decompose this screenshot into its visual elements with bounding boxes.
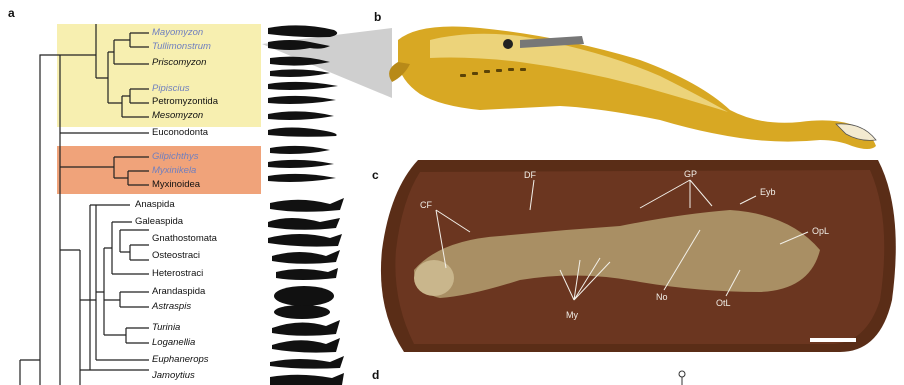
tullimonstrum-reconstruction <box>389 27 876 150</box>
euphanerops-silhouette <box>270 356 344 369</box>
fossil-label-no: No <box>656 292 668 302</box>
fossil-photo: DF GP Eyb CF OpL No OtL My <box>381 160 896 352</box>
myxinikela-silhouette <box>268 160 334 168</box>
fossil-label-eyb: Eyb <box>760 187 776 197</box>
mesomyzon-silhouette-2 <box>268 111 334 120</box>
turinia-silhouette <box>272 320 340 336</box>
loganellia-silhouette <box>272 338 340 353</box>
fossil-label-df: DF <box>524 170 536 180</box>
petromyzontida-silhouette <box>268 82 338 90</box>
gnathostomata-silhouette <box>268 234 342 247</box>
euconodonta-silhouette <box>268 128 337 137</box>
fossil-label-my: My <box>566 310 578 320</box>
anaspida-silhouette <box>270 198 344 212</box>
panel-d-fragment <box>679 371 685 385</box>
jamoytius-silhouette <box>270 373 344 385</box>
galeaspida-silhouette <box>268 218 340 230</box>
gilpichthys-silhouette <box>270 146 330 154</box>
osteostraci-silhouette <box>272 250 340 264</box>
myxinoidea-silhouette <box>268 174 336 182</box>
fossil-label-cf: CF <box>420 200 432 210</box>
astraspis-silhouette <box>274 305 330 319</box>
mesomyzon-silhouette <box>268 96 336 104</box>
fossil-label-gp: GP <box>684 169 697 179</box>
heterostraci-silhouette <box>276 268 338 280</box>
pipiscius-silhouette <box>270 69 330 77</box>
fossil-label-otl: OtL <box>716 298 731 308</box>
lamprey-silhouette <box>268 25 337 37</box>
fossil-label-opl: OpL <box>812 226 829 236</box>
arandaspida-silhouette <box>274 286 334 306</box>
animal-silhouettes <box>268 25 344 385</box>
